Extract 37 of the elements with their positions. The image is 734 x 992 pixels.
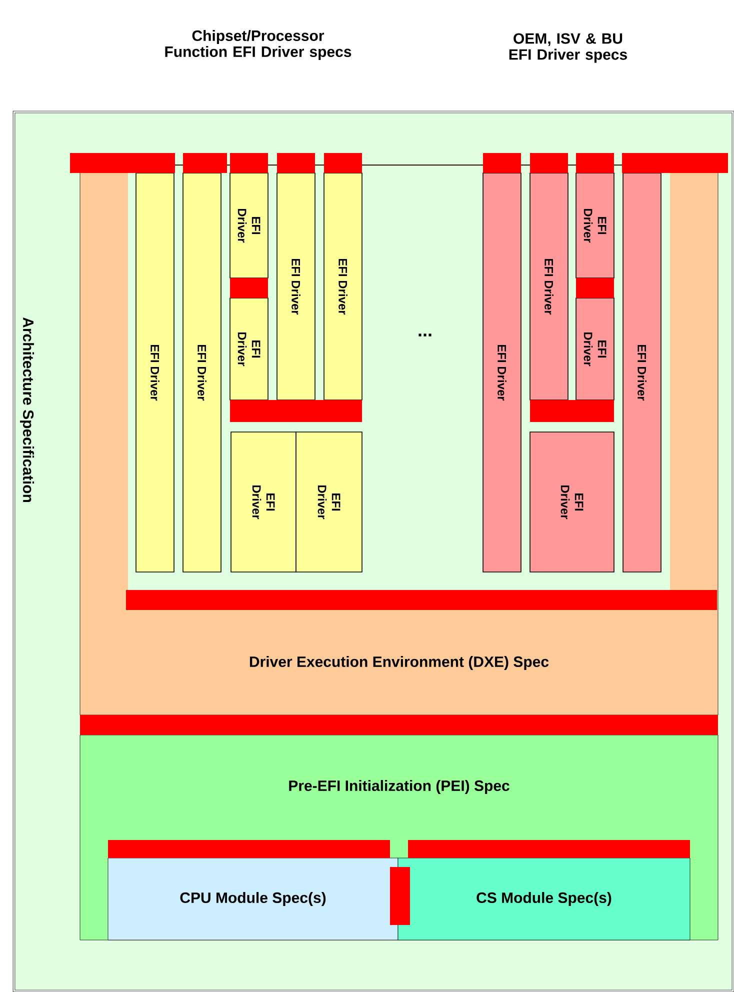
driver-box: EFI Driver	[324, 172, 362, 400]
driver-box: EFI Driver	[230, 172, 268, 278]
interface-bar	[576, 153, 614, 173]
heading: Chipset/Processor Function EFI Driver specs	[165, 30, 352, 60]
driver-box: EFI Driver	[182, 172, 222, 572]
interface-bar	[230, 400, 362, 422]
interface-bar	[108, 840, 390, 858]
interface-bar	[576, 278, 614, 298]
interface-bar	[230, 278, 268, 298]
interface-bar	[390, 867, 410, 925]
module-box: CPU Module Spec(s)	[108, 858, 398, 940]
interface-bar	[80, 715, 718, 735]
interface-bar	[126, 590, 717, 610]
interface-bar	[70, 153, 175, 173]
interface-bar	[622, 153, 728, 173]
driver-box: EFI Driver	[230, 432, 296, 572]
driver-box: EFI Driver	[136, 172, 174, 572]
ellipsis: ...	[418, 334, 432, 336]
driver-box: EFI Driver	[530, 172, 568, 400]
interface-bar	[483, 153, 521, 173]
interface-bar	[324, 153, 362, 173]
driver-box: EFI Driver	[576, 298, 614, 400]
interface-bar	[277, 153, 315, 173]
module-box: CS Module Spec(s)	[398, 858, 690, 940]
interface-bar	[230, 153, 268, 173]
driver-box: EFI Driver	[230, 298, 268, 400]
heading: OEM, ISV & BU EFI Driver specs	[509, 33, 627, 63]
interface-bar	[530, 153, 568, 173]
driver-box: EFI Driver	[530, 432, 614, 572]
driver-box: EFI Driver	[576, 172, 614, 278]
interface-bar	[530, 400, 614, 422]
interface-bar	[183, 153, 227, 173]
driver-box: EFI Driver	[622, 172, 662, 572]
driver-box: EFI Driver	[276, 172, 316, 400]
interface-bar	[408, 840, 690, 858]
driver-box: EFI Driver	[482, 172, 522, 572]
driver-box: EFI Driver	[296, 432, 362, 572]
